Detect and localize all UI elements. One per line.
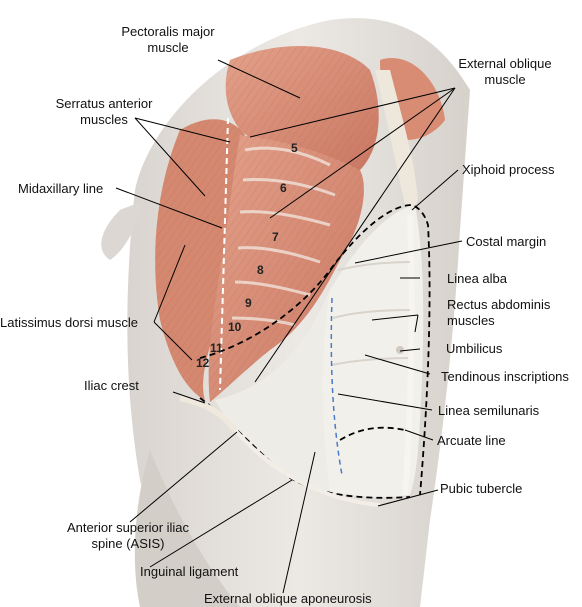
rib-number-11: 11 [210,341,223,355]
rib-number-12: 12 [196,356,210,370]
serratus-fibers [155,119,245,401]
linea-alba-line [402,214,415,496]
rib-number-5: 5 [291,141,298,155]
thigh-silhouette [134,450,240,607]
label-umbilicus: Umbilicus [446,341,503,356]
label-xiphoid-process: Xiphoid process [462,162,555,177]
external-oblique-fibers [208,135,364,402]
rib-number-9: 9 [245,296,252,310]
label-latissimus-dorsi: Latissimus dorsi muscle [0,315,138,330]
umbilicus-mark [396,346,404,354]
costal-margin-boundary [199,204,431,496]
midaxillary-line [219,117,229,391]
label-tendinous-inscriptions: Tendinous inscriptions [441,369,569,384]
rib-number-7: 7 [272,230,279,244]
iliac-crest-band [179,395,238,432]
rib-number-10: 10 [228,320,242,334]
inguinal-ligament-band [233,428,381,507]
label-linea-alba: Linea alba [447,271,507,286]
rib-number-6: 6 [280,181,287,195]
tendinous-inscription-lines [331,261,411,366]
linea-semilunaris-line [330,297,343,476]
arcuate-line-boundary [339,426,406,441]
rectus-sheath-region [322,205,424,498]
label-inguinal-ligament: Inguinal ligament [140,564,239,579]
rib-bands [231,146,336,327]
label-iliac-crest: Iliac crest [84,378,139,393]
label-pubic-tubercle: Pubic tubercle [440,481,523,496]
label-external-oblique-aponeurosis: External oblique aponeurosis [204,591,372,606]
left-arm-silhouette [101,200,145,260]
label-linea-semilunaris: Linea semilunaris [438,403,540,418]
label-arcuate-line: Arcuate line [437,433,506,448]
label-costal-margin: Costal margin [466,234,547,249]
label-midaxillary-line: Midaxillary line [18,181,104,196]
rib-number-8: 8 [257,263,264,277]
aponeurosis-region [215,290,330,492]
leader-lines [115,59,463,594]
